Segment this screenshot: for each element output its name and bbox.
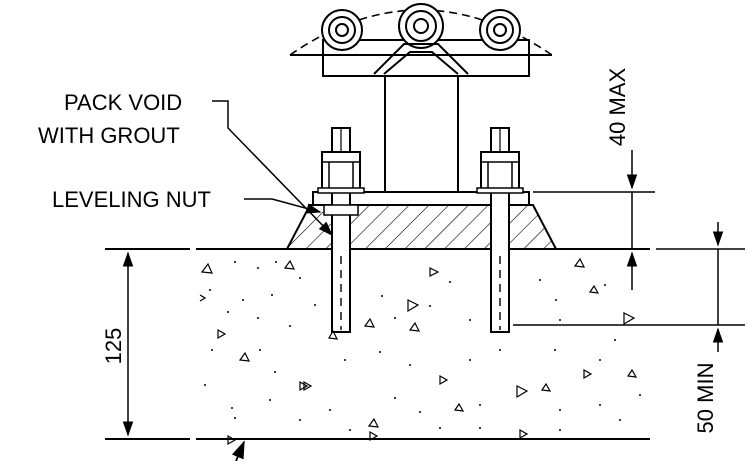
pack-void-label-line1: PACK VOID — [64, 90, 182, 115]
dimension-40-max-label: 40 MAX — [605, 68, 630, 147]
concrete-slab — [105, 248, 650, 440]
dimension-grout-max — [533, 150, 655, 290]
base-plate — [312, 191, 530, 206]
concrete-dots — [204, 261, 641, 431]
roller-center — [398, 3, 444, 49]
leveling-nut-shape — [323, 204, 359, 216]
concrete-aggregate — [199, 257, 638, 446]
dimension-embed-min — [513, 222, 745, 352]
pack-void-label-line2: WITH GROUT — [38, 123, 180, 148]
roller-right — [479, 9, 521, 51]
leveling-nut-leader — [244, 198, 322, 214]
section-arrow — [231, 440, 245, 461]
roller-left — [321, 9, 363, 51]
leveling-nut-label: LEVELING NUT — [52, 187, 211, 212]
anchor-bolt-right — [476, 127, 524, 333]
dimension-125-label: 125 — [101, 328, 126, 365]
equipment-housing — [289, 3, 553, 192]
dimension-50-min-label: 50 MIN — [693, 363, 718, 434]
grout-pad — [285, 204, 558, 250]
anchor-bolt-left — [317, 127, 365, 333]
pack-void-leader — [212, 100, 334, 237]
